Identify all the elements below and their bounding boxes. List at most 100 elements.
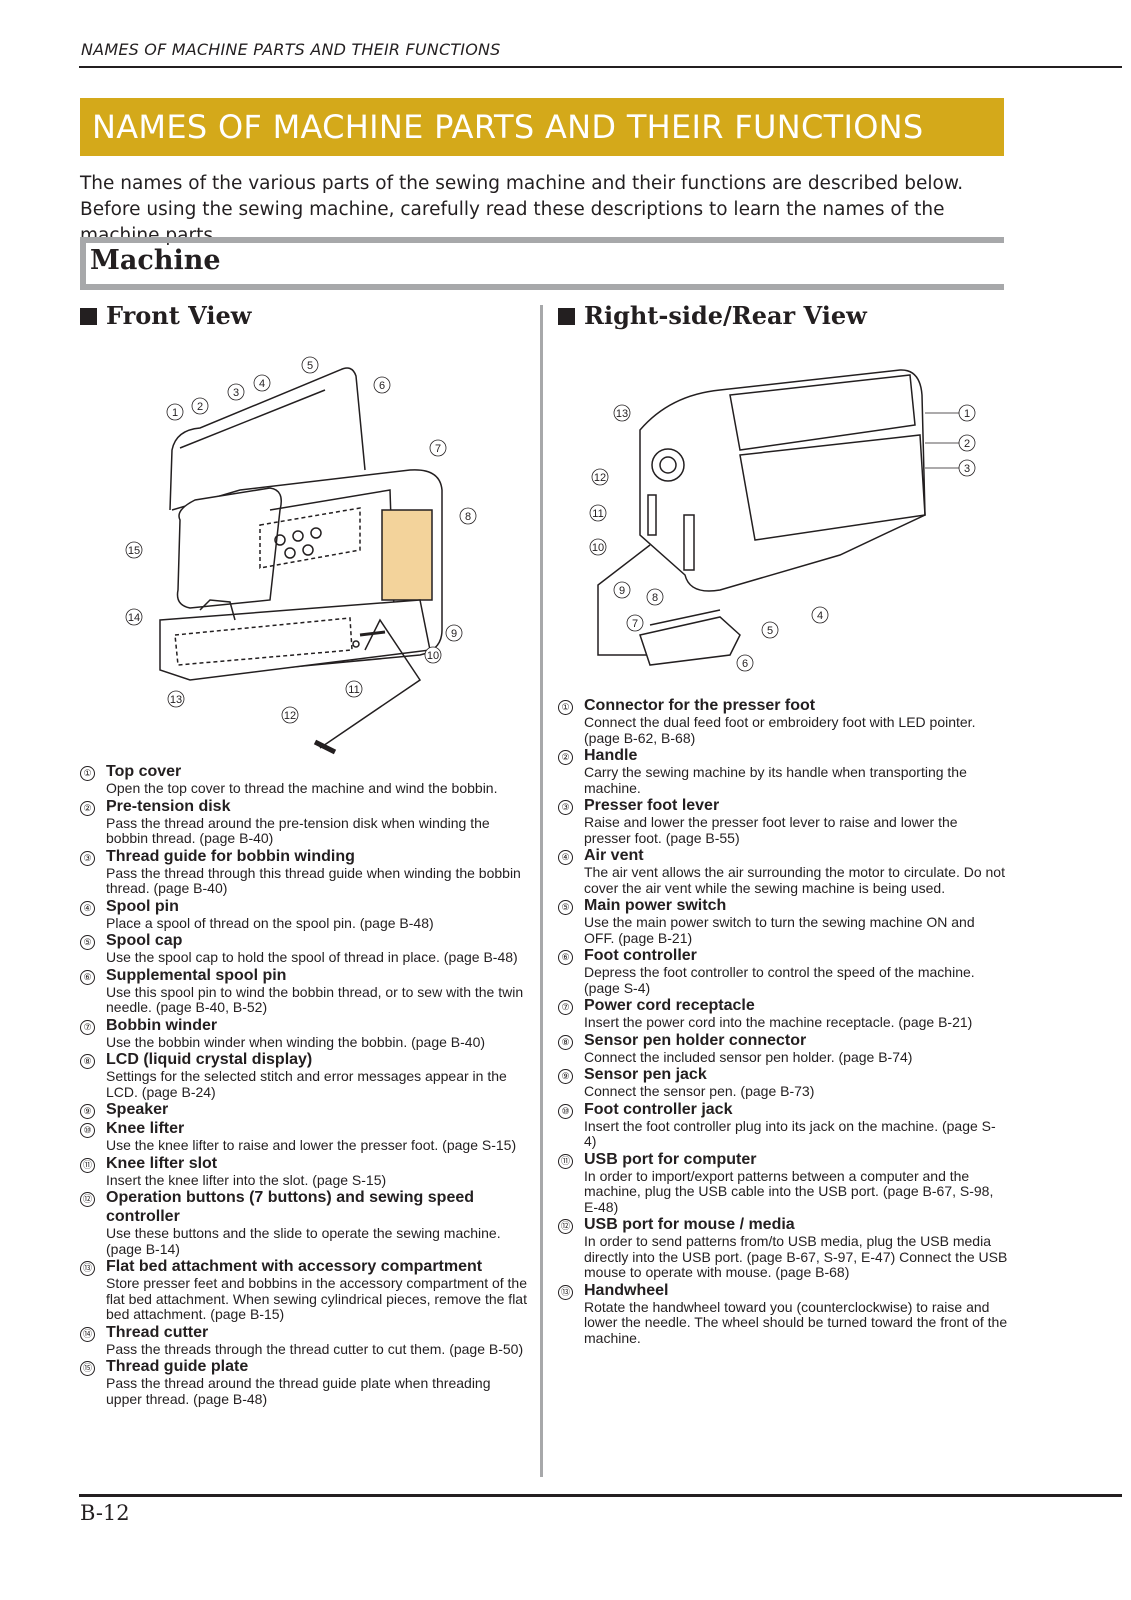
svg-text:2: 2	[197, 401, 203, 413]
list-item: ⑧ LCD (liquid crystal display)Settings fo…	[80, 1050, 530, 1100]
section-title: Machine	[90, 245, 221, 276]
svg-text:1: 1	[964, 408, 970, 420]
front-view-illustration: 1 2 3 4 5 6 7 8 9 10 11 12 13 14 15	[125, 356, 477, 755]
part-description: Pass the thread around the pre-tension d…	[106, 814, 490, 846]
part-name: USB port for computer	[584, 1150, 757, 1168]
item-number: ⑥	[558, 950, 573, 965]
svg-text:7: 7	[632, 618, 638, 630]
svg-text:13: 13	[170, 694, 182, 706]
svg-text:6: 6	[379, 380, 385, 392]
part-name: Bobbin winder	[106, 1016, 218, 1034]
item-number: ②	[80, 800, 95, 816]
part-name: LCD (liquid crystal display)	[106, 1051, 313, 1068]
rear-view-heading: Right-side/Rear View	[558, 300, 867, 332]
part-name: Spool pin	[106, 897, 179, 915]
item-number: ⑮	[80, 1361, 95, 1376]
part-description: Pass the thread through this thread guid…	[106, 864, 521, 896]
part-name: Power cord receptacle	[584, 997, 755, 1014]
svg-text:12: 12	[594, 472, 606, 484]
svg-text:6: 6	[742, 658, 748, 670]
section-rule-top	[80, 237, 1004, 243]
part-name: Thread guide plate	[106, 1358, 249, 1375]
item-number: ④	[80, 900, 95, 916]
svg-text:3: 3	[233, 387, 239, 399]
svg-text:2: 2	[964, 438, 970, 450]
svg-text:8: 8	[652, 592, 658, 604]
svg-text:9: 9	[619, 585, 625, 597]
part-name: Air vent	[584, 847, 644, 864]
page-title: NAMES OF MACHINE PARTS AND THEIR FUNCTIO…	[92, 108, 924, 146]
part-name: Knee lifter slot	[106, 1154, 218, 1172]
item-number: ⑪	[558, 1153, 573, 1169]
part-description: Insert the power cord into the machine r…	[584, 1014, 973, 1030]
part-name: Flat bed attachment with accessory compa…	[106, 1258, 483, 1275]
part-name: Handwheel	[584, 1281, 669, 1299]
part-name: USB port for mouse / media	[584, 1216, 795, 1233]
part-description: Use this spool pin to wind the bobbin th…	[106, 983, 524, 1015]
item-number: ⑥	[80, 969, 95, 985]
item-number: ⑪	[80, 1157, 95, 1173]
item-number: ⑩	[558, 1103, 573, 1119]
part-description: Settings for the selected stitch and err…	[106, 1068, 507, 1100]
part-description: Connect the dual feed foot or embroidery…	[584, 714, 976, 746]
item-number: ②	[558, 750, 573, 765]
part-description: Pass the thread around the thread guide …	[106, 1375, 491, 1407]
title-bar: NAMES OF MACHINE PARTS AND THEIR FUNCTIO…	[80, 98, 1004, 156]
part-description: Use the spool cap to hold the spool of t…	[106, 949, 518, 965]
item-number: ③	[80, 850, 95, 866]
part-name: Knee lifter	[106, 1120, 185, 1137]
footer-rule	[79, 1494, 1122, 1497]
svg-text:11: 11	[348, 684, 359, 696]
item-number: ④	[558, 850, 573, 865]
part-name: Thread cutter	[106, 1323, 209, 1341]
item-number: ⑧	[558, 1034, 573, 1050]
item-number: ⑧	[80, 1054, 95, 1069]
section-rule-bottom	[80, 284, 1004, 290]
part-description: Insert the foot controller plug into its…	[584, 1117, 996, 1149]
section-rule-left	[80, 243, 86, 284]
part-name: Handle	[584, 747, 638, 764]
svg-text:10: 10	[592, 542, 604, 554]
svg-text:14: 14	[128, 612, 140, 624]
front-view-heading: Front View	[80, 300, 251, 332]
item-number: ⑬	[80, 1261, 95, 1276]
item-number: ⑬	[558, 1284, 573, 1300]
list-item: ⑬ Flat bed attachment with accessory comp…	[80, 1257, 530, 1323]
item-number: ⑫	[80, 1192, 95, 1207]
part-name: Supplemental spool pin	[106, 966, 287, 984]
part-description: Open the top cover to thread the machine…	[106, 780, 498, 796]
item-number: ⑨	[558, 1069, 573, 1084]
list-item: ⑫ Operation buttons (7 buttons) and sewin…	[80, 1188, 530, 1257]
part-description: Raise and lower the presser foot lever t…	[584, 814, 958, 846]
svg-text:15: 15	[128, 545, 140, 557]
part-description: Pass the threads through the thread cutt…	[106, 1340, 524, 1357]
part-name: Sensor pen holder connector	[584, 1031, 807, 1049]
header-rule	[79, 66, 1122, 68]
item-number: ③	[558, 800, 573, 815]
part-name: Operation buttons (7 buttons) and sewing…	[106, 1189, 475, 1225]
square-bullet-icon	[80, 307, 97, 325]
part-name: Connector for the presser foot	[584, 697, 816, 714]
part-name: Top cover	[106, 763, 182, 780]
part-description: Rotate the handwheel toward you (counter…	[584, 1298, 1008, 1346]
